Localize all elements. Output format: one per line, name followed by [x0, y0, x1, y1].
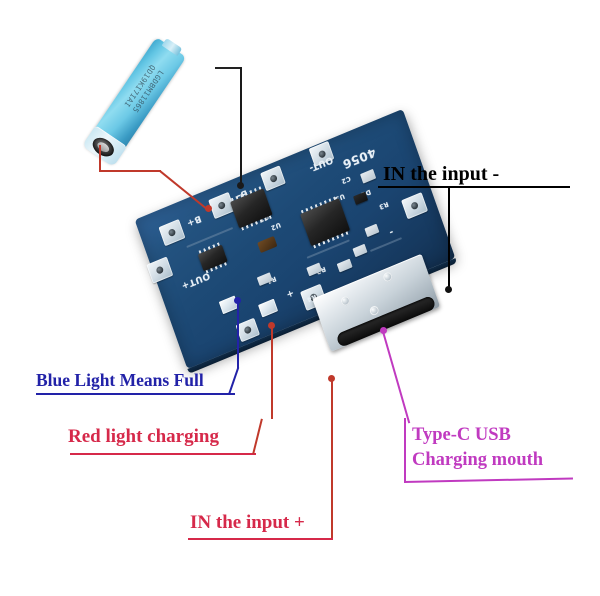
- leader-in-the-input-minus: [448, 186, 450, 290]
- resistor-r3: [353, 191, 369, 206]
- silk-plus-marker: +: [284, 286, 296, 300]
- battery-negative-contact: [89, 134, 118, 161]
- leader-red-light-vertical: [271, 325, 273, 419]
- usb-rivet-right: [382, 270, 394, 283]
- leader-dot-b-plus: [205, 205, 212, 212]
- leader-dot-typec: [380, 327, 387, 334]
- resistor-r4: [336, 258, 353, 273]
- underline-blue-light: [36, 393, 235, 396]
- leader-battery-negative-vertical: [99, 145, 101, 170]
- label-red-light-charging: Red light charging: [68, 426, 219, 447]
- ic-u3-tp4056: [299, 196, 351, 249]
- leader-dot-out-minus: [445, 286, 452, 293]
- label-type-c-line-2: Charging mouth: [412, 450, 544, 470]
- label-blue-light-means-full: Blue Light Means Full: [36, 370, 204, 390]
- pad-b-plus: [158, 218, 186, 247]
- leader-battery-positive: [240, 67, 242, 187]
- leader-dot-out-plus: [328, 375, 335, 382]
- silk-c2: C2: [340, 174, 352, 186]
- label-in-the-input-plus: IN the input +: [190, 512, 305, 533]
- resistor-spare-2: [364, 223, 380, 238]
- leader-typec-bracket-bottom: [403, 477, 573, 483]
- ic-u1-sot23: [197, 242, 228, 274]
- leader-dot-b-minus: [237, 182, 244, 189]
- leader-blue-light-vertical: [237, 300, 239, 368]
- trace-3: [369, 237, 403, 253]
- leader-battery-negative-horizontal: [99, 170, 161, 172]
- pad-out-plus: [146, 256, 174, 284]
- silk-minus-marker: -: [387, 226, 395, 238]
- underline-in-the-input-minus: [378, 186, 570, 189]
- label-type-c-usb-charging-mouth: Type-C USB Charging mouth: [412, 423, 543, 473]
- silk-r3: R3: [377, 199, 390, 212]
- leader-dot-red-led: [268, 322, 275, 329]
- battery-positive-terminal: [161, 37, 183, 57]
- usb-rivet-left: [339, 294, 352, 307]
- battery-18650: LGDBM11865 QD19KI7IAI: [81, 37, 225, 168]
- pad-bottom-spare: [235, 317, 261, 343]
- leader-blue-light-diagonal: [228, 367, 239, 395]
- usb-rivet-mid: [368, 304, 380, 317]
- pad-top-spare-1: [260, 165, 286, 192]
- label-in-the-input-minus: IN the input -: [383, 163, 500, 185]
- battery-negative-terminal: [81, 125, 128, 168]
- pad-out-minus: [401, 192, 429, 220]
- capacitor-c1: [257, 235, 278, 254]
- leader-in-the-input-plus: [331, 378, 333, 538]
- label-type-c-line-1: Type-C USB: [412, 425, 511, 445]
- underline-red-light: [70, 453, 256, 456]
- red-led: [258, 298, 279, 318]
- underline-in-the-input-plus: [188, 538, 333, 541]
- silk-u2: U2: [269, 220, 282, 233]
- battery-positive-tab-wire: [215, 67, 241, 69]
- battery-label: LGDBM11865 QD19KI7IAI: [122, 63, 166, 115]
- resistor-spare-1: [352, 243, 368, 258]
- silk-part-number: 4056: [340, 145, 378, 172]
- leader-red-light-diagonal: [252, 418, 263, 454]
- silk-b-plus: B+: [184, 212, 203, 228]
- leader-typec-bracket-vertical: [404, 418, 406, 483]
- diode-d1: [359, 168, 377, 184]
- leader-dot-blue-led: [234, 297, 241, 304]
